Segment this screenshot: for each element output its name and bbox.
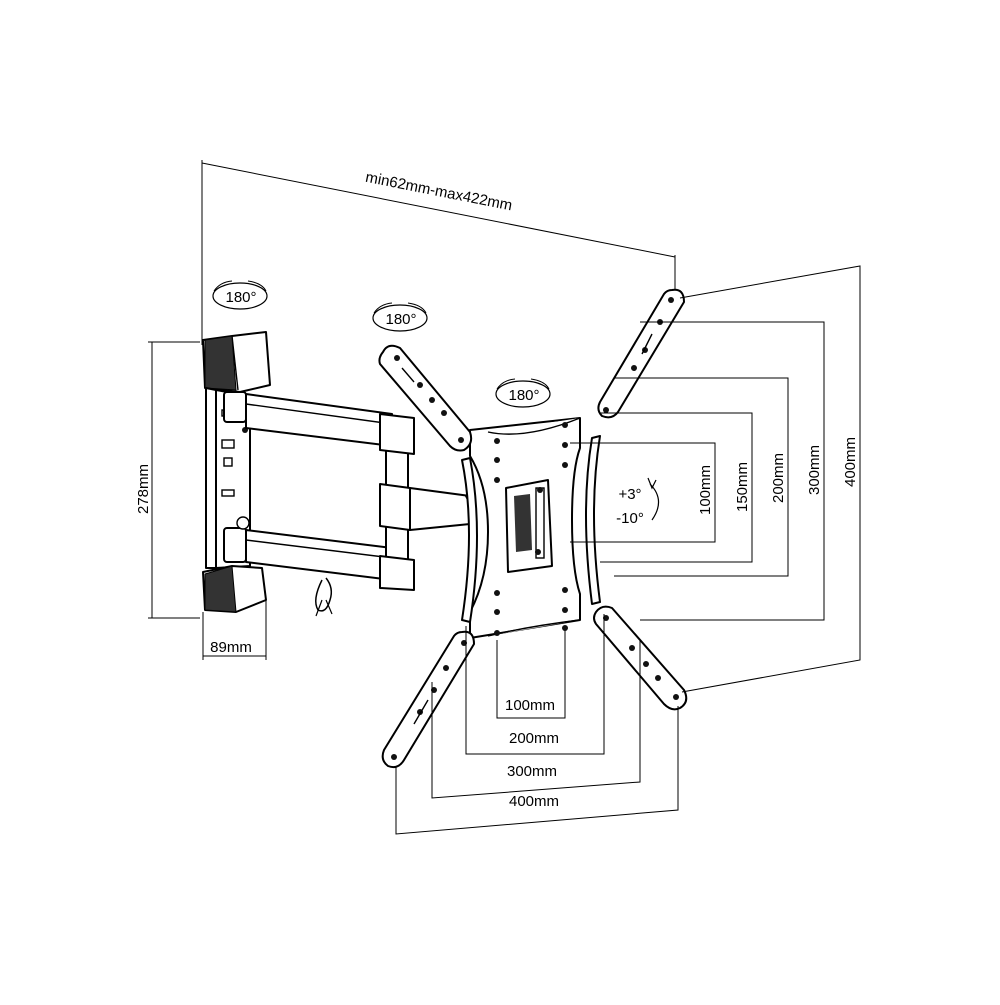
vesa-h-300-label: 300mm [507,763,557,780]
tilt-indicator: +3° -10° [616,477,660,527]
swing-arm [223,391,477,617]
rotation-badge-wall: 180° [212,280,268,310]
vesa-horizontal-dimensions: 100mm 200mm 300mm 400mm [395,614,679,835]
tv-plate [469,417,581,639]
rotation-badge-arm: 180° [372,302,428,332]
rotation-badge-plate: 180° [495,378,551,408]
wall-depth-label: 89mm [210,639,252,656]
vesa-extension-arm-upper-left [378,344,473,452]
vesa-v-400-label: 400mm [842,437,859,487]
vesa-v-100-label: 100mm [697,465,714,515]
vesa-v-300-label: 300mm [806,445,823,495]
vesa-h-400-label: 400mm [509,793,559,810]
rotation-label-plate: 180° [508,387,539,404]
left-curved-rail [461,457,478,623]
wall-height-label: 278mm [135,464,152,514]
vesa-h-100-label: 100mm [505,697,555,714]
vesa-v-150-label: 150mm [734,462,751,512]
rotation-label-arm: 180° [385,311,416,328]
tilt-down-label: -10° [616,510,644,527]
wall-height-dimension: 278mm [135,341,200,619]
vesa-v-200-label: 200mm [770,453,787,503]
rotation-label-wall: 180° [225,289,256,306]
extension-dimension: min62mm-max422mm [201,160,676,345]
right-curved-rail [585,435,601,605]
vesa-h-200-label: 200mm [509,730,559,747]
vesa-vertical-dimensions: 100mm 150mm 200mm 300mm 400mm [570,265,861,693]
wall-plate [202,331,271,613]
extension-label: min62mm-max422mm [364,169,514,215]
wall-depth-dimension: 89mm [202,600,267,660]
vesa-extension-arm-upper-right [597,288,685,419]
tilt-up-label: +3° [618,486,641,503]
vesa-extension-arm-lower-left [381,630,475,769]
